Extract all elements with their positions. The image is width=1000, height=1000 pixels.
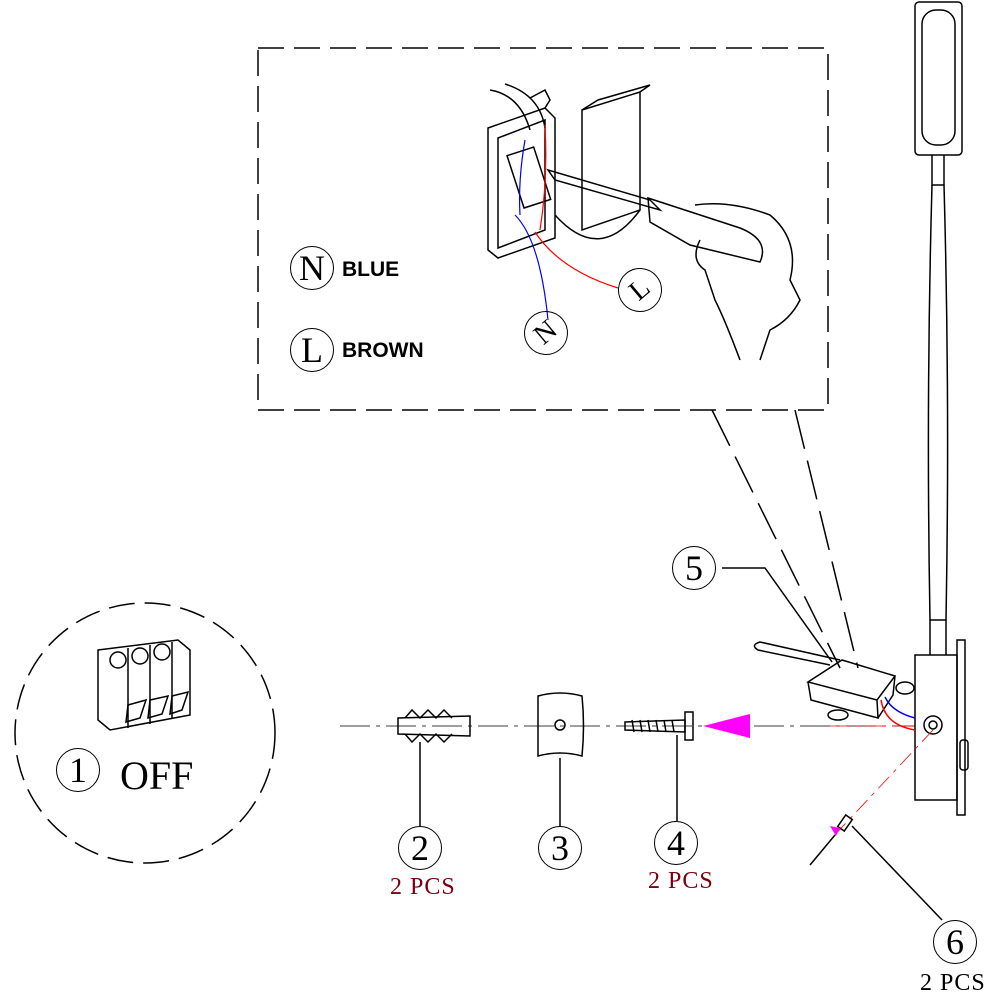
neutral-wire-label: BLUE: [342, 258, 400, 281]
step-6-number: 6: [933, 920, 977, 964]
step-5-number: 5: [672, 546, 716, 590]
step-1-off-label: OFF: [120, 753, 194, 798]
step-2-quantity: 2 PCS: [390, 874, 456, 900]
step-4-number: 4: [654, 821, 698, 865]
step-6-quantity: 2 PCS: [920, 970, 986, 996]
screwdriver-hand: [546, 168, 801, 361]
wall-plug: [397, 708, 471, 744]
screw: [624, 711, 694, 741]
driver-unit: [753, 641, 915, 721]
insert-arrow-icon: [703, 714, 750, 738]
step-2-number: 2: [398, 826, 442, 870]
mounting-washer: [537, 692, 585, 757]
step-4-quantity: 2 PCS: [648, 868, 714, 894]
step-1-number: 1: [56, 748, 100, 792]
set-screw: [836, 813, 854, 833]
insert-arrow-small-icon: [830, 826, 840, 836]
live-wire-label: BROWN: [342, 339, 424, 362]
neutral-symbol: N: [290, 246, 334, 290]
junction-box-detail: [487, 83, 651, 259]
lamp-head: [914, 1, 963, 156]
live-symbol: L: [290, 328, 334, 372]
breaker-callout-circle: [14, 602, 276, 864]
step-3-number: 3: [538, 826, 582, 870]
circuit-breaker-icon: [97, 639, 191, 731]
